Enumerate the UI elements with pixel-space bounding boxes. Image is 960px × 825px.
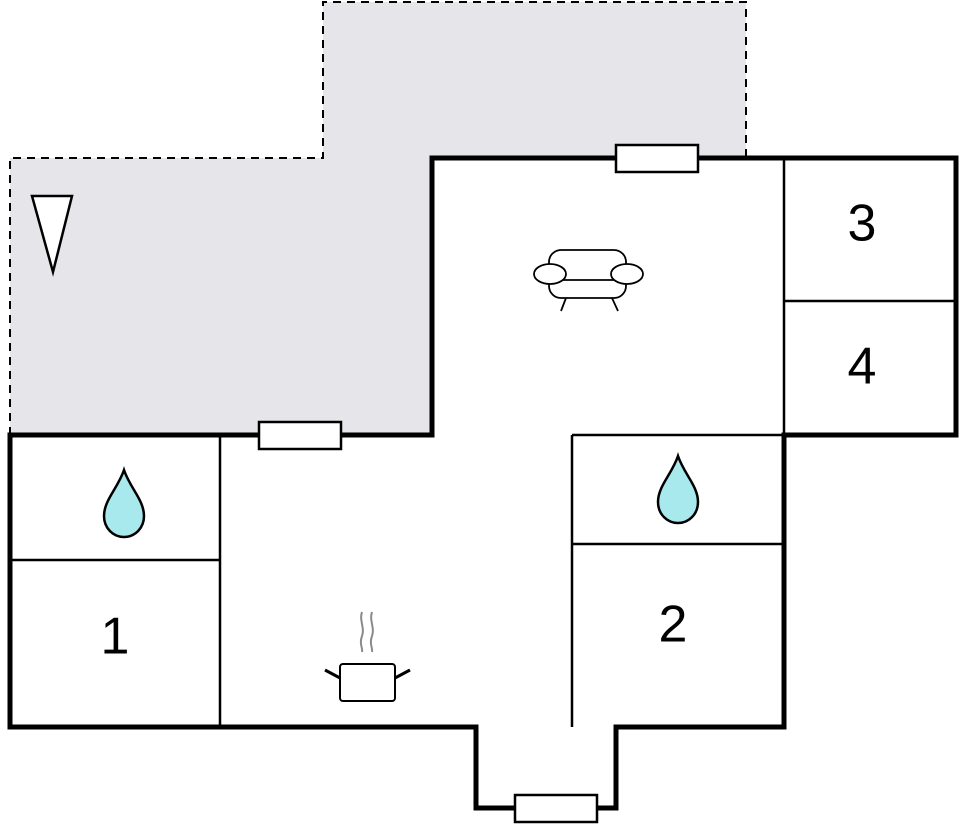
- water-drop-icon: [102, 466, 146, 539]
- window-entrance: [513, 793, 599, 824]
- cooking-pot-icon: [324, 611, 411, 702]
- window-terrace-door: [257, 420, 343, 451]
- room-label-4: 4: [848, 338, 877, 396]
- terrace-area: [10, 2, 746, 435]
- outer-walls: [7, 155, 959, 811]
- north-arrow-icon: [30, 194, 74, 277]
- sofa-icon: [533, 249, 644, 312]
- window-top: [614, 143, 700, 174]
- room-label-3: 3: [848, 195, 877, 253]
- terrace-dashed-outline: [9, 1, 747, 435]
- room-label-2: 2: [659, 596, 688, 654]
- water-drop-icon: [656, 452, 700, 525]
- room-label-1: 1: [101, 608, 130, 666]
